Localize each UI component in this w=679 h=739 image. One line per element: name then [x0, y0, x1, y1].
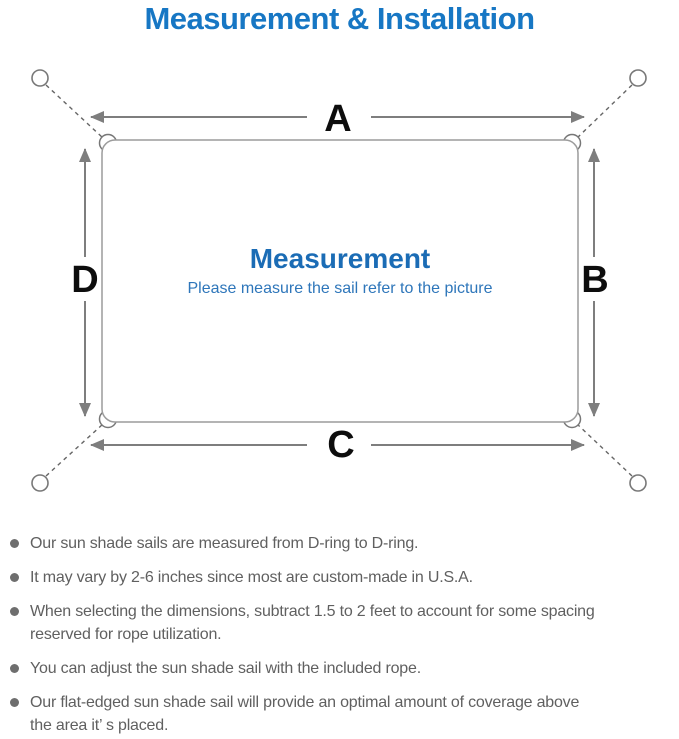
note-text: It may vary by 2-6 inches since most are… — [30, 569, 473, 586]
bullet-dot-icon — [10, 698, 19, 707]
dimension-arrow-c: C — [90, 424, 585, 466]
sail-outline — [101, 139, 579, 423]
dimension-label-b: B — [581, 259, 608, 301]
bullet-dot-icon — [10, 539, 19, 548]
note-text: Our flat-edged sun shade sail will provi… — [30, 694, 580, 711]
list-item: When selecting the dimensions, subtract … — [0, 600, 679, 646]
page-title: Measurement & Installation — [144, 1, 535, 36]
dimension-arrow-b: B — [581, 148, 609, 417]
notes-list: Our sun shade sails are measured from D-… — [0, 532, 679, 739]
bullet-dot-icon — [10, 607, 19, 616]
anchor-ring-top-right — [629, 69, 647, 87]
list-item: Our flat-edged sun shade sail will provi… — [0, 691, 679, 737]
dimension-arrow-a: A — [90, 98, 585, 140]
anchor-ring-bottom-left — [31, 474, 49, 492]
rope-dashed-line-top-right — [576, 84, 633, 139]
note-text: the area it’ s placed. — [30, 717, 169, 734]
list-item: You can adjust the sun shade sail with t… — [0, 657, 679, 680]
dimension-label-a: A — [324, 98, 351, 140]
dimension-arrow-d: D — [71, 148, 99, 417]
diagram-heading: Measurement — [250, 243, 431, 274]
anchor-ring-bottom-right — [629, 474, 647, 492]
note-text: reserved for rope utilization. — [30, 626, 222, 643]
note-text: You can adjust the sun shade sail with t… — [30, 660, 421, 677]
list-item: Our sun shade sails are measured from D-… — [0, 532, 679, 555]
bullet-dot-icon — [10, 664, 19, 673]
bullet-dot-icon — [10, 573, 19, 582]
dimension-label-d: D — [71, 259, 98, 301]
dimension-label-c: C — [327, 424, 354, 466]
rope-dashed-line-bottom-right — [576, 423, 633, 477]
note-text: When selecting the dimensions, subtract … — [30, 603, 595, 620]
rope-dashed-line-top-left — [45, 84, 104, 139]
list-item: It may vary by 2-6 inches since most are… — [0, 566, 679, 589]
diagram-subtitle: Please measure the sail refer to the pic… — [187, 280, 492, 297]
measurement-diagram: A B C D Measurement Please measure the s… — [31, 69, 647, 492]
rope-dashed-line-bottom-left — [45, 423, 104, 477]
anchor-ring-top-left — [31, 69, 49, 87]
note-text: Our sun shade sails are measured from D-… — [30, 535, 419, 552]
